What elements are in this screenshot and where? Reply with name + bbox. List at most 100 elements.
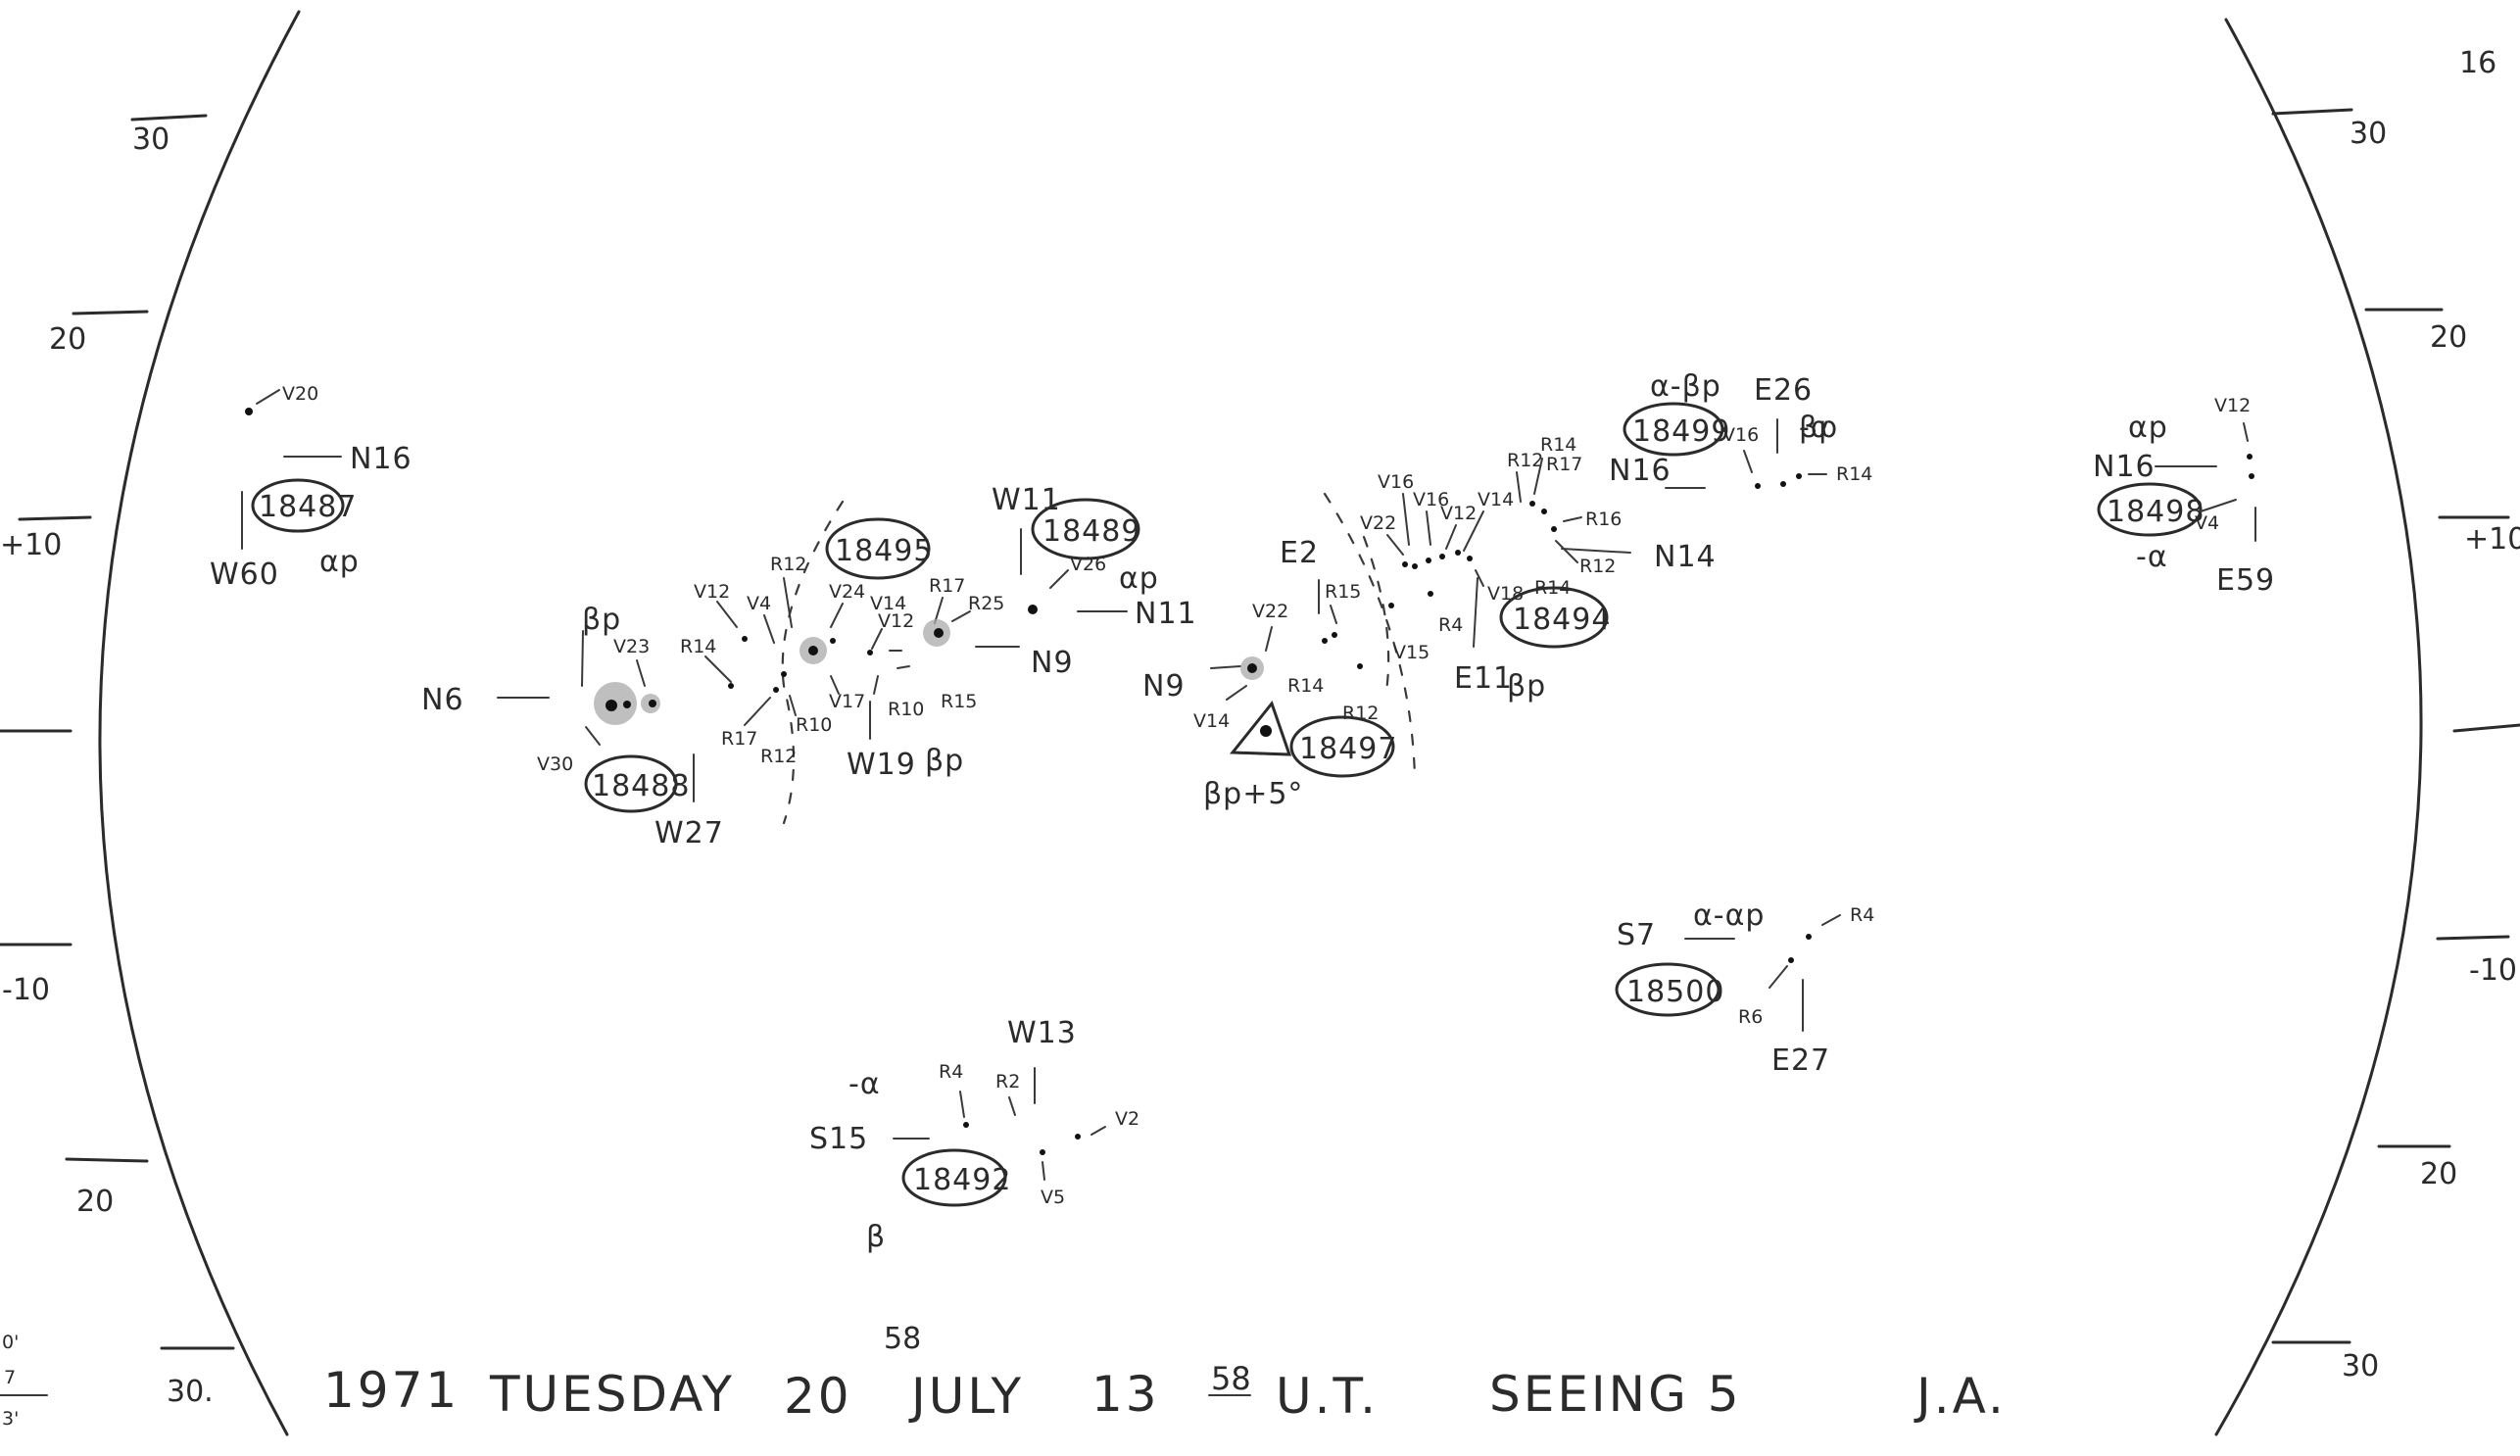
right-scale-label: 30 [2350, 117, 2387, 151]
region-18488: βp V23 N6 V30 18488 W27 [421, 603, 723, 850]
right-limb-arc [2214, 18, 2423, 1436]
spot-label: R12 [1507, 450, 1543, 471]
longitude-label: E27 [1771, 1043, 1830, 1078]
latitude-label: N6 [421, 683, 464, 717]
region-18494: V16 V16 V22 V12 V14 R12 R14 R17 R16 R12 … [1360, 434, 1716, 704]
sunspot [1788, 957, 1794, 963]
title-time: 13 [1091, 1366, 1160, 1423]
sunspot [934, 628, 944, 638]
region-18497: E2 V22 R15 R14 R12 V14 N9 18497 βp+5° [1142, 492, 1417, 811]
right-scale-label: 30 [2342, 1349, 2379, 1383]
region-18498: αp V12 N16 18498 V4 -α E59 [2093, 395, 2274, 598]
spot-label: V2 [1115, 1108, 1139, 1130]
spot-label: V14 [870, 593, 906, 614]
class-label: α-βp [1650, 369, 1721, 404]
spot-label: R12 [760, 746, 797, 767]
sunspot [1357, 663, 1363, 669]
class-label: αp [1119, 561, 1159, 596]
sunspot [649, 700, 656, 707]
longitude-label: W13 [1007, 1016, 1077, 1050]
latitude-label: N16 [350, 442, 412, 476]
sunspot [1075, 1134, 1081, 1140]
region-number-oval [1615, 962, 1720, 1017]
spot-label: R2 [995, 1071, 1020, 1092]
region-number-oval [584, 754, 678, 813]
sunspot [1755, 483, 1761, 489]
sunspot [1455, 550, 1461, 556]
latitude-label: N11 [1135, 597, 1197, 631]
spot-label: V17 [829, 691, 865, 712]
spot-label: R15 [941, 691, 977, 712]
spot-label: R4 [939, 1061, 963, 1083]
spot-label: V18 [1487, 583, 1524, 605]
class-label: βp [925, 744, 964, 778]
class-label: α-αp [1693, 898, 1765, 933]
drawing-title: 1971 TUESDAY 20 58 JULY 13 58 U.T. SEEIN… [323, 1322, 2004, 1425]
spot-label: R14 [1287, 675, 1324, 697]
sunspot [773, 687, 779, 693]
longitude-label: W60 [210, 558, 279, 592]
spot-label: R12 [1579, 556, 1616, 577]
sunspot [245, 408, 253, 415]
latitude-label: N9 [1142, 669, 1186, 704]
spot-label: V15 [1393, 642, 1430, 663]
right-scale-label: +10 [2464, 522, 2520, 557]
spot-label: R14 [1540, 434, 1576, 456]
region-18487: V20 N16 18487 W60 αp [210, 383, 412, 592]
spot-label: R12 [1342, 703, 1379, 724]
margin-note: 7 [4, 1367, 16, 1388]
triangle-marker [1229, 700, 1292, 756]
sunspot [781, 671, 787, 677]
region-number-oval [901, 1148, 1007, 1207]
sunspot [2249, 473, 2254, 479]
sunspot [1426, 558, 1431, 563]
region-number: 18499 [1632, 414, 1730, 449]
sunspot [2247, 454, 2253, 460]
region-18492: W13 -α R4 R2 V2 S15 18492 V5 β [809, 1016, 1139, 1254]
region-18500: S7 α-αp R4 18500 R6 E27 [1615, 898, 1874, 1078]
right-scale-label: 20 [2420, 1157, 2457, 1191]
region-boundary [781, 500, 845, 825]
left-latitude-scale: 30 20 +10 -10 20 30. [0, 114, 235, 1409]
sunspot [830, 638, 836, 644]
longitude-label: W11 [992, 483, 1061, 517]
sunspot [1247, 663, 1257, 673]
region-18499: α-βp E26 18499 V16 -α R14 N16 [1609, 369, 1872, 489]
latitude-label: S7 [1617, 918, 1656, 952]
left-scale-label: 20 [76, 1185, 114, 1219]
sunspot [728, 683, 734, 689]
left-limb-arc [98, 10, 301, 1436]
region-number: 18497 [1299, 732, 1397, 766]
region-boundary [1362, 535, 1390, 700]
longitude-label: E11 [1454, 661, 1513, 696]
spot-label: R17 [929, 575, 965, 597]
sunspot [1332, 632, 1337, 638]
longitude-label: E26 [1754, 373, 1813, 408]
spot-label: R10 [796, 714, 832, 736]
spot-label: V5 [1041, 1187, 1065, 1208]
spot-label: R25 [968, 593, 1004, 614]
spot-label: R15 [1325, 581, 1361, 603]
page-number: 16 [2459, 46, 2496, 80]
spot-label: R17 [721, 728, 757, 750]
spot-label: V20 [282, 383, 318, 405]
sunspot [1806, 934, 1812, 940]
sunspot [606, 700, 617, 711]
spot-label: V26 [1070, 554, 1106, 575]
spot-label: V14 [1478, 489, 1514, 510]
margin-note: 0' [2, 1332, 19, 1353]
class-label: βp [1507, 669, 1546, 704]
latitude-label: N16 [1609, 454, 1672, 488]
region-number: 18492 [913, 1163, 1011, 1197]
region-18495: 18495 V12 V4 R12 R14 V24 V14 V12 R17 R25… [680, 500, 1004, 825]
right-scale-label: 20 [2430, 320, 2467, 355]
region-18489: W11 18489 V26 αp N11 N9 [975, 483, 1197, 680]
sunspot [1541, 509, 1547, 514]
title-day: 20 [784, 1368, 852, 1425]
left-scale-label: 20 [49, 322, 86, 357]
left-scale-label: 30. [167, 1375, 214, 1409]
sunspot [1322, 638, 1328, 644]
region-number: 18494 [1513, 603, 1611, 637]
sunspot [1551, 526, 1557, 532]
